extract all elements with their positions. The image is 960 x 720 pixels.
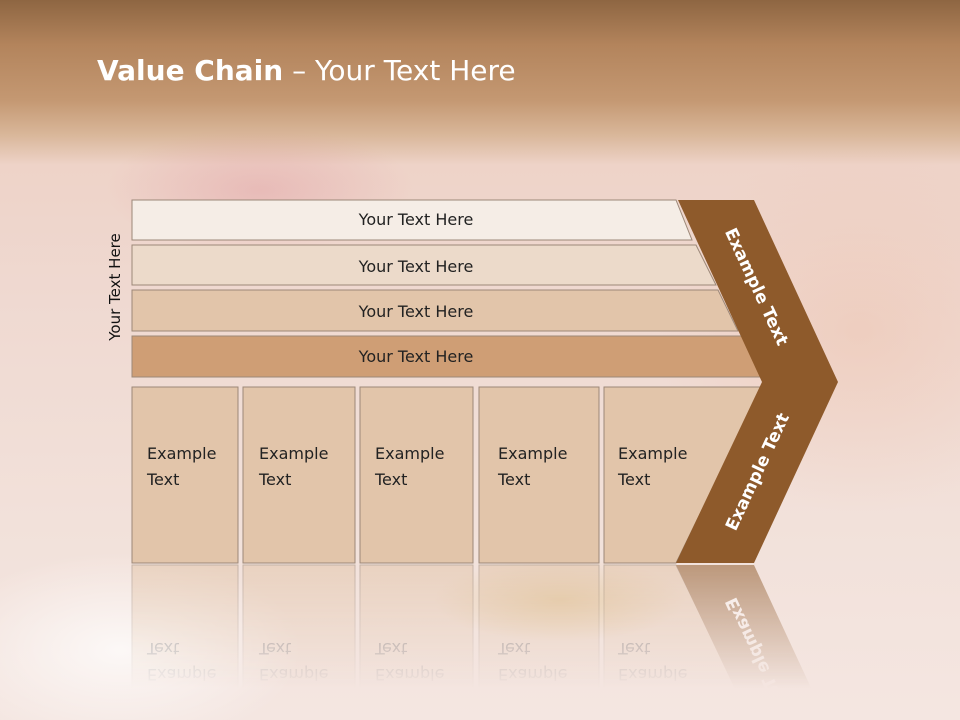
- primary-column-line1: Example: [259, 444, 328, 463]
- primary-column: Example Text: [131, 386, 239, 564]
- title-rest-part: – Your Text Here: [283, 54, 516, 87]
- support-row: Your Text Here: [131, 335, 763, 378]
- support-activities: Your Text Here Your Text Here Your Text …: [131, 199, 763, 378]
- primary-column-line1: Example: [147, 444, 216, 463]
- chevron-upper-band: [678, 200, 838, 382]
- diagram-reflection: [131, 564, 838, 720]
- primary-column-line1: Example: [618, 444, 687, 463]
- support-row-bar: [131, 199, 693, 241]
- support-row-bar: [131, 244, 717, 286]
- primary-column: Example Text: [359, 386, 474, 564]
- primary-activities: Example Text Example Text Example Text E…: [131, 386, 763, 564]
- chevron-lower-band: [676, 382, 838, 563]
- primary-column: Example Text: [603, 386, 763, 564]
- primary-column-line2: Text: [374, 470, 407, 489]
- primary-column-line1: Example: [498, 444, 567, 463]
- primary-column: Example Text: [478, 386, 600, 564]
- primary-column-line2: Text: [258, 470, 291, 489]
- primary-column-line2: Text: [617, 470, 650, 489]
- primary-column-box: [242, 386, 356, 564]
- slide-title: Value Chain – Your Text Here: [97, 54, 516, 87]
- title-bold-part: Value Chain: [97, 54, 284, 87]
- primary-column-box: [359, 386, 474, 564]
- support-row: Your Text Here: [131, 244, 717, 286]
- support-row-label: Your Text Here: [358, 210, 474, 229]
- support-row-label: Your Text Here: [358, 257, 474, 276]
- primary-column-line2: Text: [146, 470, 179, 489]
- primary-column-box: [478, 386, 600, 564]
- primary-column: Example Text: [242, 386, 356, 564]
- primary-column-line2: Text: [497, 470, 530, 489]
- support-row-label: Your Text Here: [358, 347, 474, 366]
- support-row-label: Your Text Here: [358, 302, 474, 321]
- support-row-bar: [131, 289, 739, 332]
- support-row: Your Text Here: [131, 199, 693, 241]
- support-row: Your Text Here: [131, 289, 739, 332]
- primary-column-box: [131, 386, 239, 564]
- primary-column-line1: Example: [375, 444, 444, 463]
